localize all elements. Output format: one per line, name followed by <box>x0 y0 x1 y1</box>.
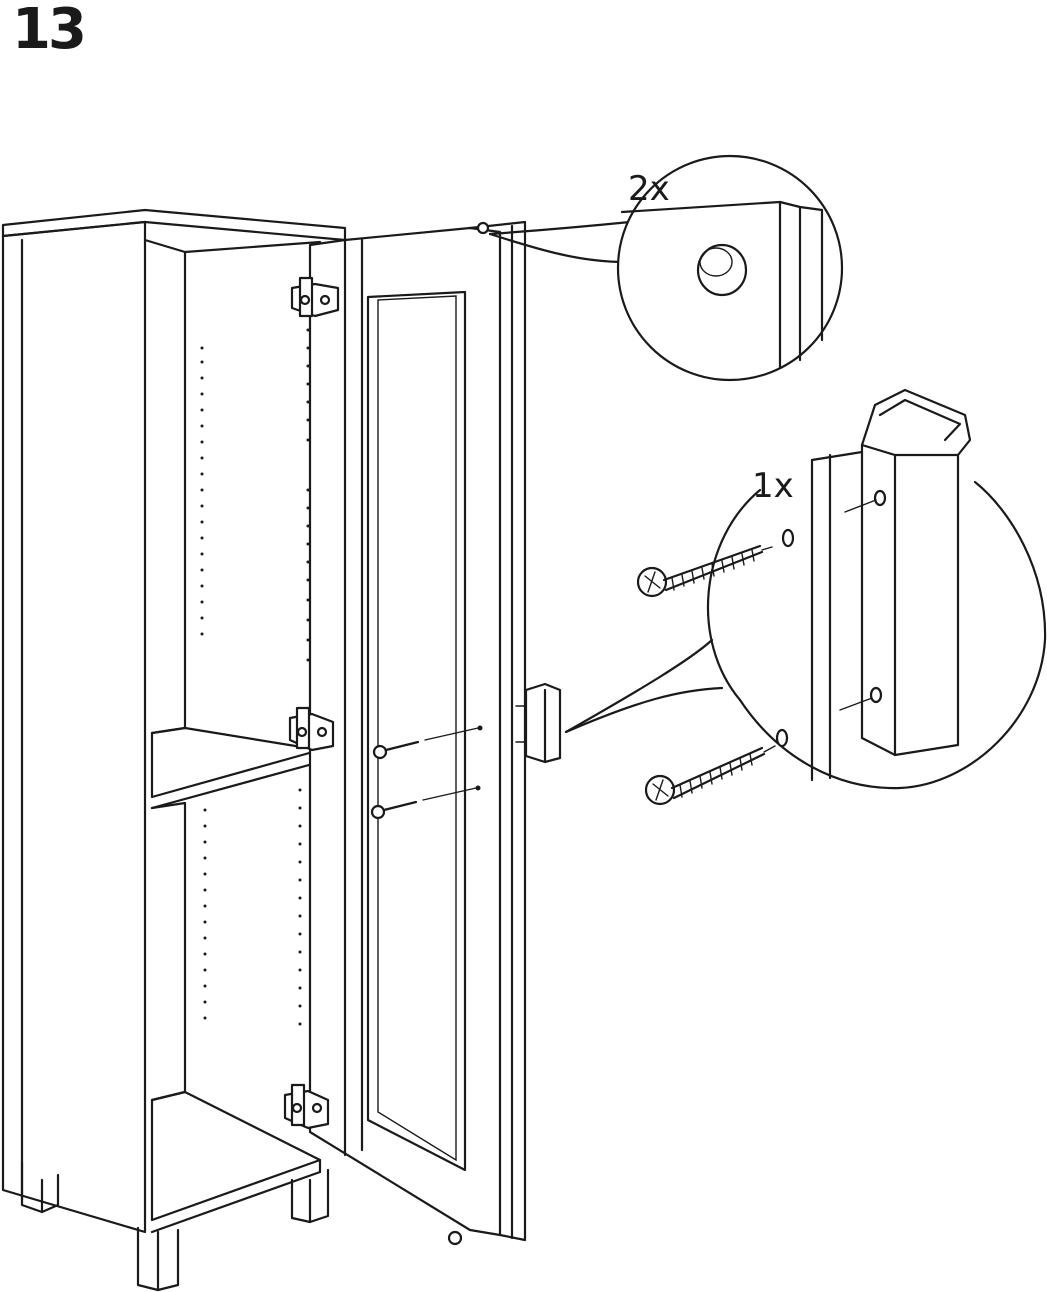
cabinet-illustration <box>3 210 345 1290</box>
bumper-quantity: 2x <box>628 169 670 209</box>
handle-quantity: 1x <box>752 466 794 506</box>
handle-icon <box>516 684 560 762</box>
screw-icon <box>646 746 775 804</box>
door-bumper-icon <box>698 245 746 295</box>
handle-callout: 1x <box>566 390 1045 804</box>
screw-icon <box>638 546 772 596</box>
shelf-pin-holes <box>201 329 310 1026</box>
bumper-callout: 2x <box>490 156 842 380</box>
door-illustration <box>310 222 525 1244</box>
handle-icon <box>840 390 970 755</box>
